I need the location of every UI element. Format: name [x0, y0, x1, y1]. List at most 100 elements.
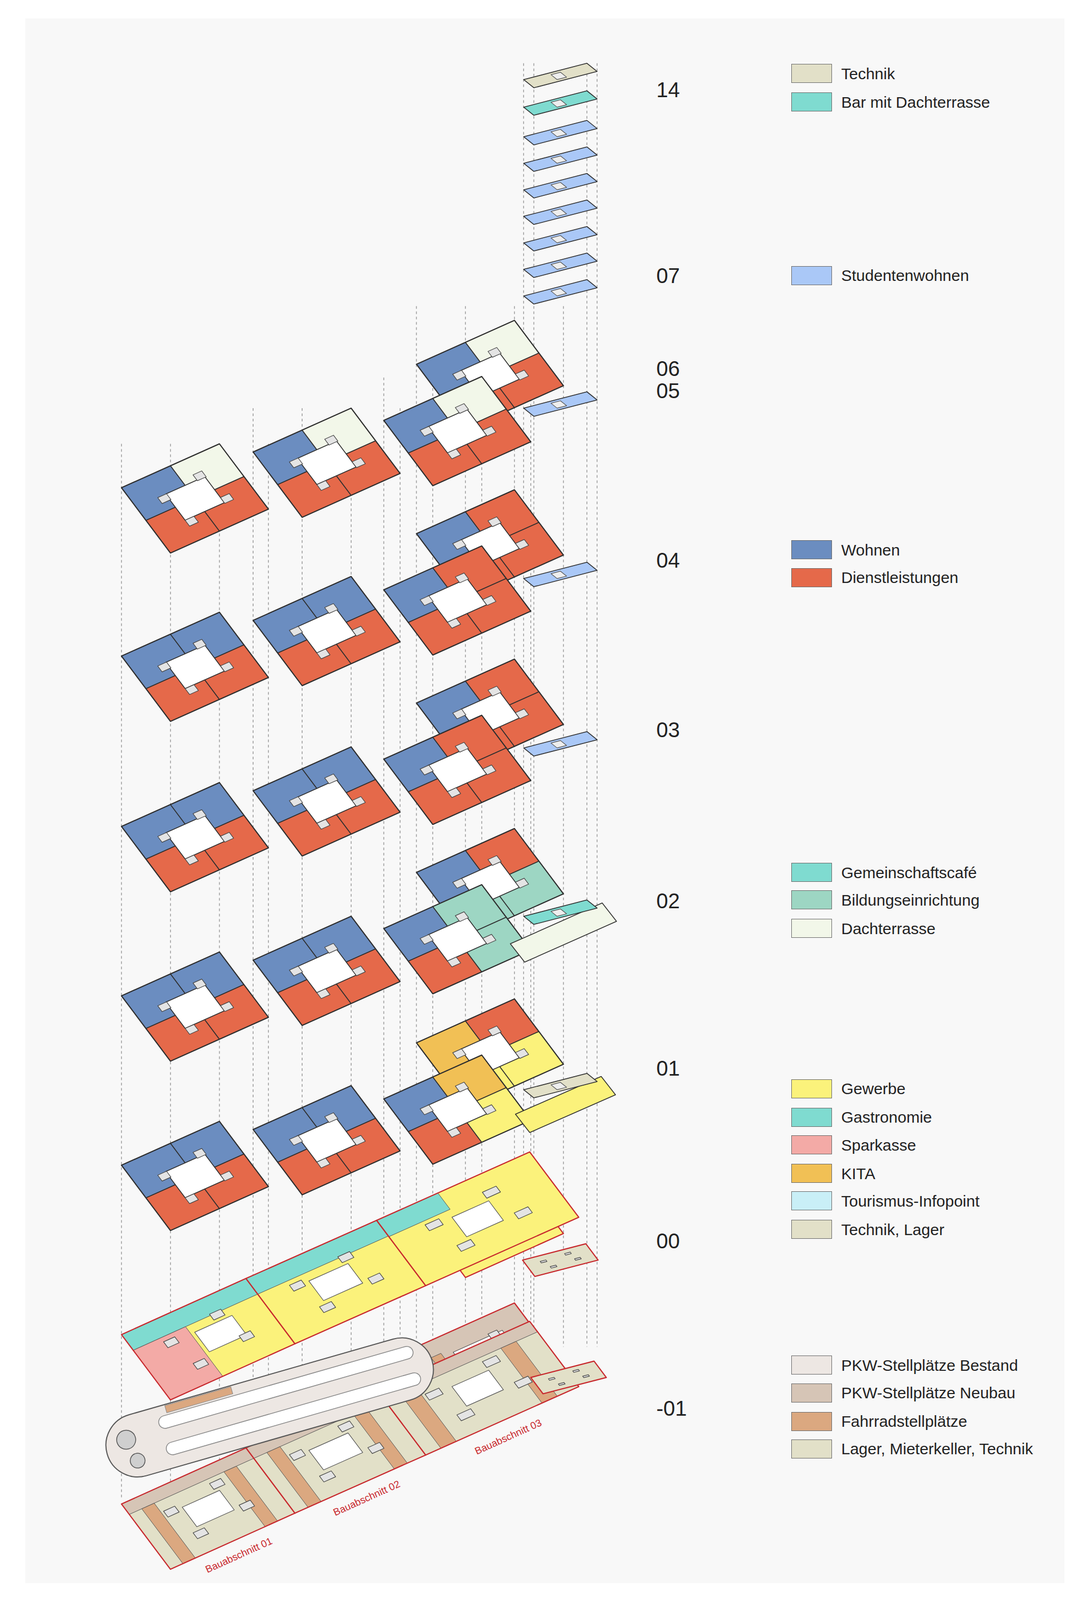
floor-outline [384, 1055, 531, 1165]
tower-slab [523, 226, 597, 251]
circulation-core [220, 1002, 234, 1013]
courtyard [165, 644, 224, 689]
circulation-core [220, 832, 234, 843]
level-number: 03 [656, 719, 680, 741]
circulation-core [185, 516, 199, 527]
legend-swatch [791, 1355, 832, 1376]
circulation-core [582, 1375, 590, 1379]
circulation-core [515, 1049, 529, 1060]
legend-text: PKW-Stellplätze Bestand [841, 1357, 1019, 1375]
circulation-core [455, 1082, 469, 1093]
circulation-core [572, 1369, 580, 1373]
legend-item: Gastronomie [791, 1108, 933, 1128]
legend-item: Dachterrasse [791, 919, 936, 939]
circulation-core [455, 742, 469, 753]
ground-area [500, 1341, 558, 1404]
circulation-core [447, 618, 461, 629]
circulation-core [452, 878, 466, 889]
tower-slab [523, 90, 597, 116]
legend-text: Sparkasse [841, 1136, 917, 1155]
level-number: -01 [656, 1398, 687, 1420]
circulation-core [482, 1186, 501, 1199]
circulation-core [324, 603, 339, 614]
circulation-core [239, 1500, 256, 1512]
circulation-core [419, 1105, 434, 1116]
circulation-core [163, 1506, 180, 1518]
legend-swatch [791, 890, 832, 910]
legend-item: Tourismus-Infopoint [791, 1191, 980, 1211]
floor-outline [121, 1121, 269, 1232]
floor-outline [253, 916, 400, 1026]
circulation-core [185, 1024, 199, 1035]
legend-item: Studentenwohnen [791, 266, 970, 286]
circulation-core [452, 370, 466, 381]
circulation-core [488, 1026, 502, 1037]
floor-outline [253, 1086, 400, 1196]
circulation-core [352, 1135, 366, 1146]
level-number: 00 [656, 1230, 680, 1252]
circulation-core [185, 855, 199, 866]
circulation-core [419, 595, 434, 606]
circulation-core [316, 819, 331, 830]
circulation-core [319, 1302, 336, 1314]
circulation-core [456, 1409, 475, 1422]
legend-item: Gewerbe [791, 1079, 906, 1099]
legend-text: Bar mit Dachterrasse [841, 93, 991, 111]
circulation-core [540, 1260, 548, 1264]
courtyard [297, 609, 357, 654]
circulation-core [452, 709, 466, 720]
circulation-core [239, 1331, 256, 1343]
circulation-core [550, 129, 567, 137]
circulation-core [447, 788, 461, 799]
legend-item: Wohnen [791, 540, 901, 560]
courtyard [182, 1490, 235, 1528]
circulation-core [193, 1528, 210, 1540]
level-number: 14 [656, 79, 680, 101]
floor-outline [253, 746, 400, 857]
circulation-core [289, 1450, 306, 1462]
circulation-core [550, 1265, 558, 1269]
circulation-core [488, 517, 502, 528]
circulation-core [515, 878, 529, 889]
courtyard [427, 917, 487, 962]
legend-text: Fahrradstellplätze [841, 1413, 968, 1431]
circulation-core [419, 765, 434, 776]
circulation-core [515, 539, 529, 550]
circulation-core [550, 155, 567, 164]
circulation-core [482, 595, 497, 606]
legend-swatch [791, 1412, 832, 1432]
circulation-core [289, 797, 303, 808]
circulation-core [550, 571, 567, 579]
tower-slab [523, 279, 597, 304]
circulation-core [513, 1376, 532, 1389]
legend-item: PKW-Stellplätze Neubau [791, 1383, 1016, 1403]
circulation-core [447, 1127, 461, 1138]
ramp-turn [114, 1428, 139, 1453]
circulation-core [488, 347, 502, 358]
courtyard [427, 578, 487, 623]
legend-swatch [791, 919, 832, 939]
circulation-core [220, 493, 234, 504]
circulation-core [550, 99, 567, 108]
legend-text: Wohnen [841, 541, 901, 559]
ramp-turn [128, 1452, 147, 1471]
section-outline [530, 1361, 607, 1395]
circulation-core [324, 774, 339, 785]
legend-item: Lager, Mieterkeller, Technik [791, 1439, 1034, 1459]
circulation-core [352, 457, 366, 469]
circulation-core [192, 1148, 207, 1159]
legend-swatch [791, 266, 832, 286]
circulation-core [209, 1309, 226, 1321]
courtyard [452, 1201, 504, 1238]
circulation-core [452, 539, 466, 550]
circulation-core [550, 235, 567, 243]
circulation-core [163, 1337, 180, 1349]
circulation-core [482, 1355, 501, 1369]
circulation-core [550, 909, 567, 917]
alignment-line [120, 444, 123, 1501]
circulation-core [447, 449, 461, 460]
legend-text: Dachterrasse [841, 920, 936, 938]
legend-item: Bar mit Dachterrasse [791, 92, 991, 112]
legend-swatch [791, 1191, 832, 1211]
circulation-core [447, 957, 461, 968]
